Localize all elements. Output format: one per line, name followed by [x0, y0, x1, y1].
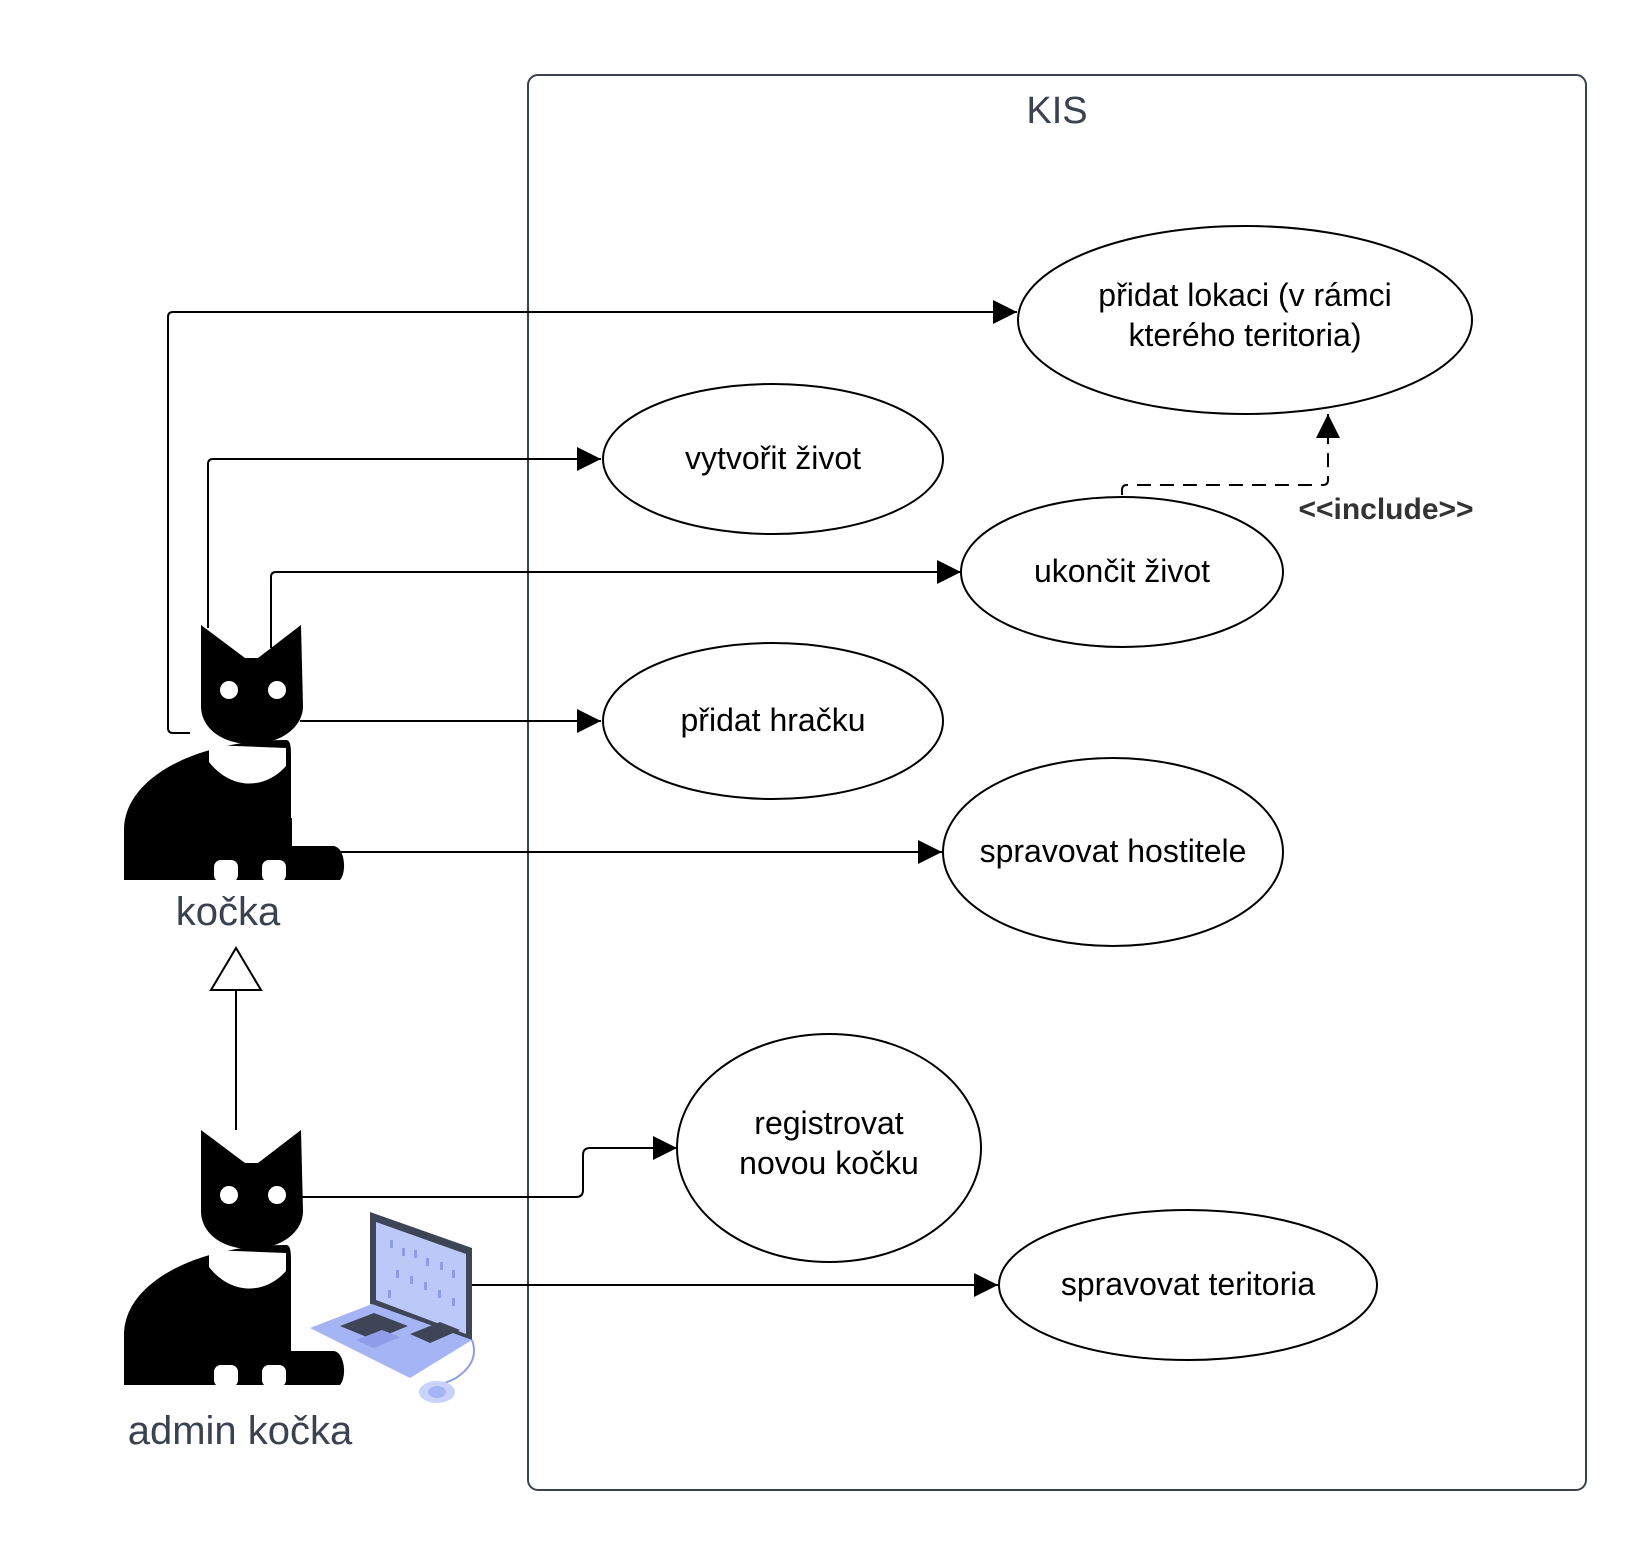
svg-text:spravovat teritoria: spravovat teritoria — [1061, 1266, 1316, 1302]
svg-text:ukončit život: ukončit život — [1034, 553, 1210, 589]
svg-text:kterého teritoria): kterého teritoria) — [1129, 317, 1362, 353]
association-register-cat — [302, 1136, 677, 1198]
association-end-life — [270, 560, 961, 648]
svg-text:vytvořit život: vytvořit život — [685, 440, 861, 476]
system-boundary — [527, 74, 1587, 1491]
include-relation — [1121, 414, 1340, 495]
usecase-end-life[interactable]: ukončit život — [960, 496, 1284, 648]
svg-text:registrovat: registrovat — [754, 1105, 904, 1141]
actor-admin-cat[interactable]: admin kočka — [124, 1130, 475, 1453]
generalization-arrowhead — [209, 946, 263, 991]
svg-text:přidat hračku: přidat hračku — [681, 702, 866, 738]
usecase-create-life[interactable]: vytvořit život — [602, 383, 944, 535]
svg-text:spravovat hostitele: spravovat hostitele — [980, 833, 1247, 869]
usecase-add-toy[interactable]: přidat hračku — [602, 642, 944, 800]
association-add-location — [167, 300, 1017, 734]
usecase-add-location[interactable]: přidat lokaci (v rámci kterého teritoria… — [1017, 225, 1473, 415]
association-manage-hosts — [290, 818, 942, 864]
usecase-manage-territories[interactable]: spravovat teritoria — [998, 1209, 1378, 1361]
actor-cat-label: kočka — [176, 890, 281, 934]
cat-icon — [124, 1130, 345, 1387]
actor-cat[interactable]: kočka — [124, 625, 345, 934]
svg-text:přidat lokaci (v rámci: přidat lokaci (v rámci — [1098, 277, 1391, 313]
system-title: KIS — [1026, 90, 1087, 132]
association-create-life — [207, 447, 601, 628]
actor-admin-cat-label: admin kočka — [128, 1409, 353, 1453]
include-label: <<include>> — [1298, 493, 1473, 526]
laptop-icon — [310, 1212, 475, 1403]
svg-text:novou kočku: novou kočku — [739, 1145, 919, 1181]
usecase-register-cat[interactable]: registrovat novou kočku — [676, 1033, 982, 1263]
usecase-manage-hosts[interactable]: spravovat hostitele — [942, 757, 1284, 947]
cat-icon — [124, 625, 345, 882]
